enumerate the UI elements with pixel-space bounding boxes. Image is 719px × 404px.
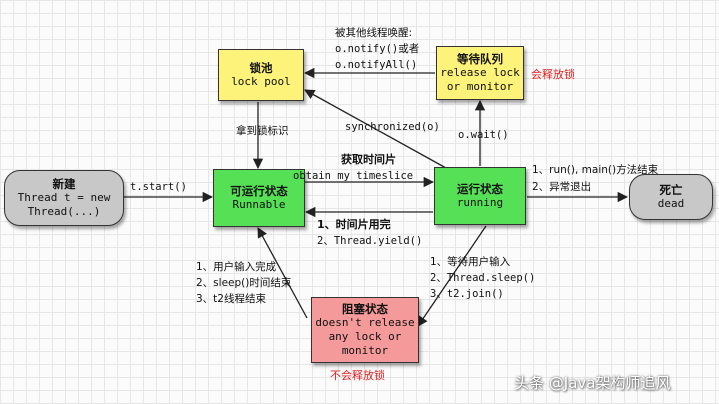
state-blocked: 阻塞状态 doesn't release any lock or monitor	[311, 297, 419, 363]
label-notify-all: o.notifyAll()	[335, 59, 418, 71]
label-timeslice-en: obtain my timeslice	[293, 170, 414, 182]
arrow-blocked-to-runnable	[257, 227, 308, 319]
label-synchronized: synchronized(o)	[345, 121, 440, 133]
state-wait-queue-line2: release lock	[440, 66, 520, 79]
state-running: 运行状态 running	[434, 167, 526, 225]
state-new-line2: Thread t = new	[17, 191, 111, 204]
label-unblock-2: 2、sleep()时间结束	[196, 277, 292, 289]
label-wait: o.wait()	[458, 129, 509, 141]
state-lock-pool: 锁池 lock pool	[218, 49, 304, 101]
label-block-2: 2、Thread.sleep()	[430, 272, 536, 284]
label-yield: 2、Thread.yield()	[317, 235, 423, 247]
label-dead-2: 2、异常退出	[532, 181, 592, 193]
state-new-line3: Thread(...)	[27, 205, 101, 218]
state-wait-queue: 等待队列 release lock or monitor	[436, 46, 524, 100]
state-blocked-line3: any lock or	[328, 330, 402, 343]
state-running-title: 运行状态	[457, 182, 503, 196]
state-blocked-title: 阻塞状态	[342, 302, 388, 316]
label-notify-title: 被其他线程唤醒:	[335, 27, 413, 39]
state-wait-queue-line3: or monitor	[446, 80, 514, 93]
label-block-1: 1、等待用户输入	[430, 256, 511, 268]
state-dead: 死亡 dead	[629, 174, 713, 220]
state-new-title: 新建	[52, 177, 76, 191]
label-dead-1: 1、run(), main()方法结束	[532, 164, 659, 176]
watermark: 头条 @Java架构师追风	[514, 374, 671, 392]
state-wait-queue-title: 等待队列	[457, 52, 503, 66]
label-block-3: 3、t2.join()	[430, 288, 504, 300]
label-no-release: 不会释放锁	[330, 369, 385, 382]
state-dead-en: dead	[657, 197, 685, 210]
state-dead-title: 死亡	[659, 183, 683, 197]
label-got-lock: 拿到锁标识	[236, 125, 289, 137]
label-unblock-3: 3、t2线程结束	[196, 293, 266, 305]
state-lock-pool-en: lock pool	[231, 75, 291, 88]
arrow-running-to-lockpool	[304, 89, 447, 169]
state-runnable: 可运行状态 Runnable	[213, 169, 305, 227]
label-start: t.start()	[130, 181, 187, 193]
arrow-running-to-blocked	[417, 225, 487, 327]
label-timeslice-end: 1、时间片用完	[317, 218, 391, 231]
state-blocked-line4: monitor	[341, 344, 389, 357]
state-runnable-en: Runnable	[232, 198, 286, 211]
state-new: 新建 Thread t = new Thread(...)	[4, 170, 124, 226]
label-unblock-1: 1、用户输入完成	[196, 261, 277, 273]
state-blocked-line2: doesn't release	[315, 316, 415, 329]
state-lock-pool-title: 锁池	[249, 61, 273, 75]
state-running-en: running	[456, 196, 504, 209]
label-release-lock: 会释放锁	[531, 68, 575, 81]
label-timeslice-cn: 获取时间片	[341, 153, 396, 166]
state-runnable-title: 可运行状态	[230, 184, 288, 198]
label-notify: o.notify()或者	[335, 43, 420, 55]
